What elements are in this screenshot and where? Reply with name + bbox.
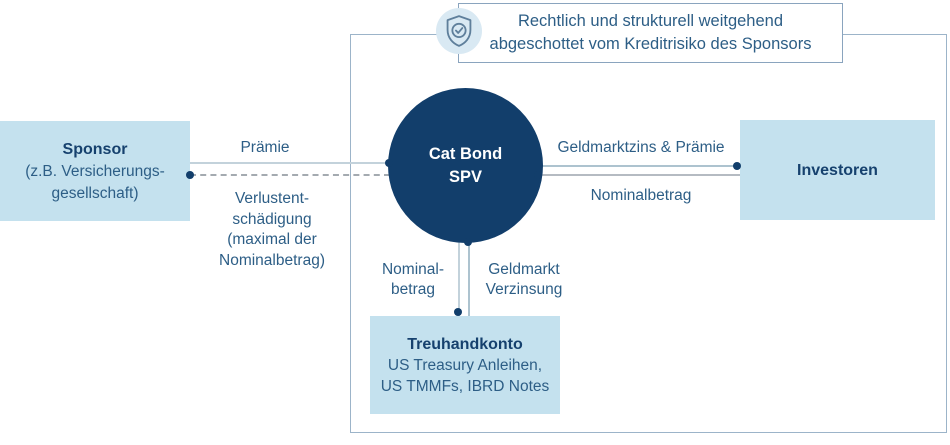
investors-node: Investoren: [740, 120, 935, 220]
flow-label-geldmarkt-verzinsung: Geldmarkt Verzinsung: [485, 261, 563, 298]
flow-endpoint-dot-nominalbetrag-abwaerts: [454, 308, 462, 316]
flow-line-geldmarktzins-praemie: [540, 165, 740, 167]
investors-title: Investoren: [797, 161, 878, 179]
sponsor-title: Sponsor: [62, 140, 128, 158]
flow-label-nominalbetrag-abwaerts: Nominal- betrag: [381, 261, 444, 298]
flow-endpoint-dot-praemie: [385, 159, 393, 167]
flow-line-nominalbetrag-abwaerts: [458, 238, 460, 316]
flow-endpoint-dot-geldmarktzins: [733, 162, 741, 170]
flow-line-praemie: [190, 162, 390, 164]
flow-label-praemie: Prämie: [240, 139, 290, 156]
flow-label-nominalbetrag: Nominalbetrag: [590, 187, 692, 204]
trust-account-subtitle: US Treasury Anleihen, US TMMFs, IBRD Not…: [380, 357, 550, 395]
sponsor-node: Sponsor (z.B. Versicherungs- gesellschaf…: [0, 121, 190, 221]
isolation-note-box: Rechtlich und strukturell weitgehend abg…: [458, 3, 843, 63]
isolation-note-text: Rechtlich und strukturell weitgehend abg…: [489, 12, 812, 53]
flow-endpoint-dot-geldmarkt-verzinsung: [464, 238, 472, 246]
spv-node: Cat Bond SPV: [388, 88, 543, 243]
trust-account-title: Treuhandkonto: [407, 336, 523, 353]
spv-title: Cat Bond SPV: [428, 144, 503, 186]
flow-label-geldmarktzins-praemie: Geldmarktzins & Prämie: [557, 139, 725, 156]
trust-account-node: Treuhandkonto US Treasury Anleihen, US T…: [370, 316, 560, 414]
flow-line-verlustentschaedigung-dashed: [190, 174, 390, 176]
flow-label-verlustentschaedigung: Verlustent- schädigung (maximal der Nomi…: [219, 190, 325, 269]
sponsor-subtitle: (z.B. Versicherungs- gesellschaft): [25, 162, 165, 202]
shield-check-icon: [436, 8, 482, 54]
flow-endpoint-dot-verlustentschaedigung: [186, 171, 194, 179]
flow-line-nominalbetrag: [537, 174, 740, 176]
flow-line-geldmarkt-verzinsung: [468, 240, 470, 316]
flow-endpoint-dot-nominalbetrag: [534, 171, 542, 179]
